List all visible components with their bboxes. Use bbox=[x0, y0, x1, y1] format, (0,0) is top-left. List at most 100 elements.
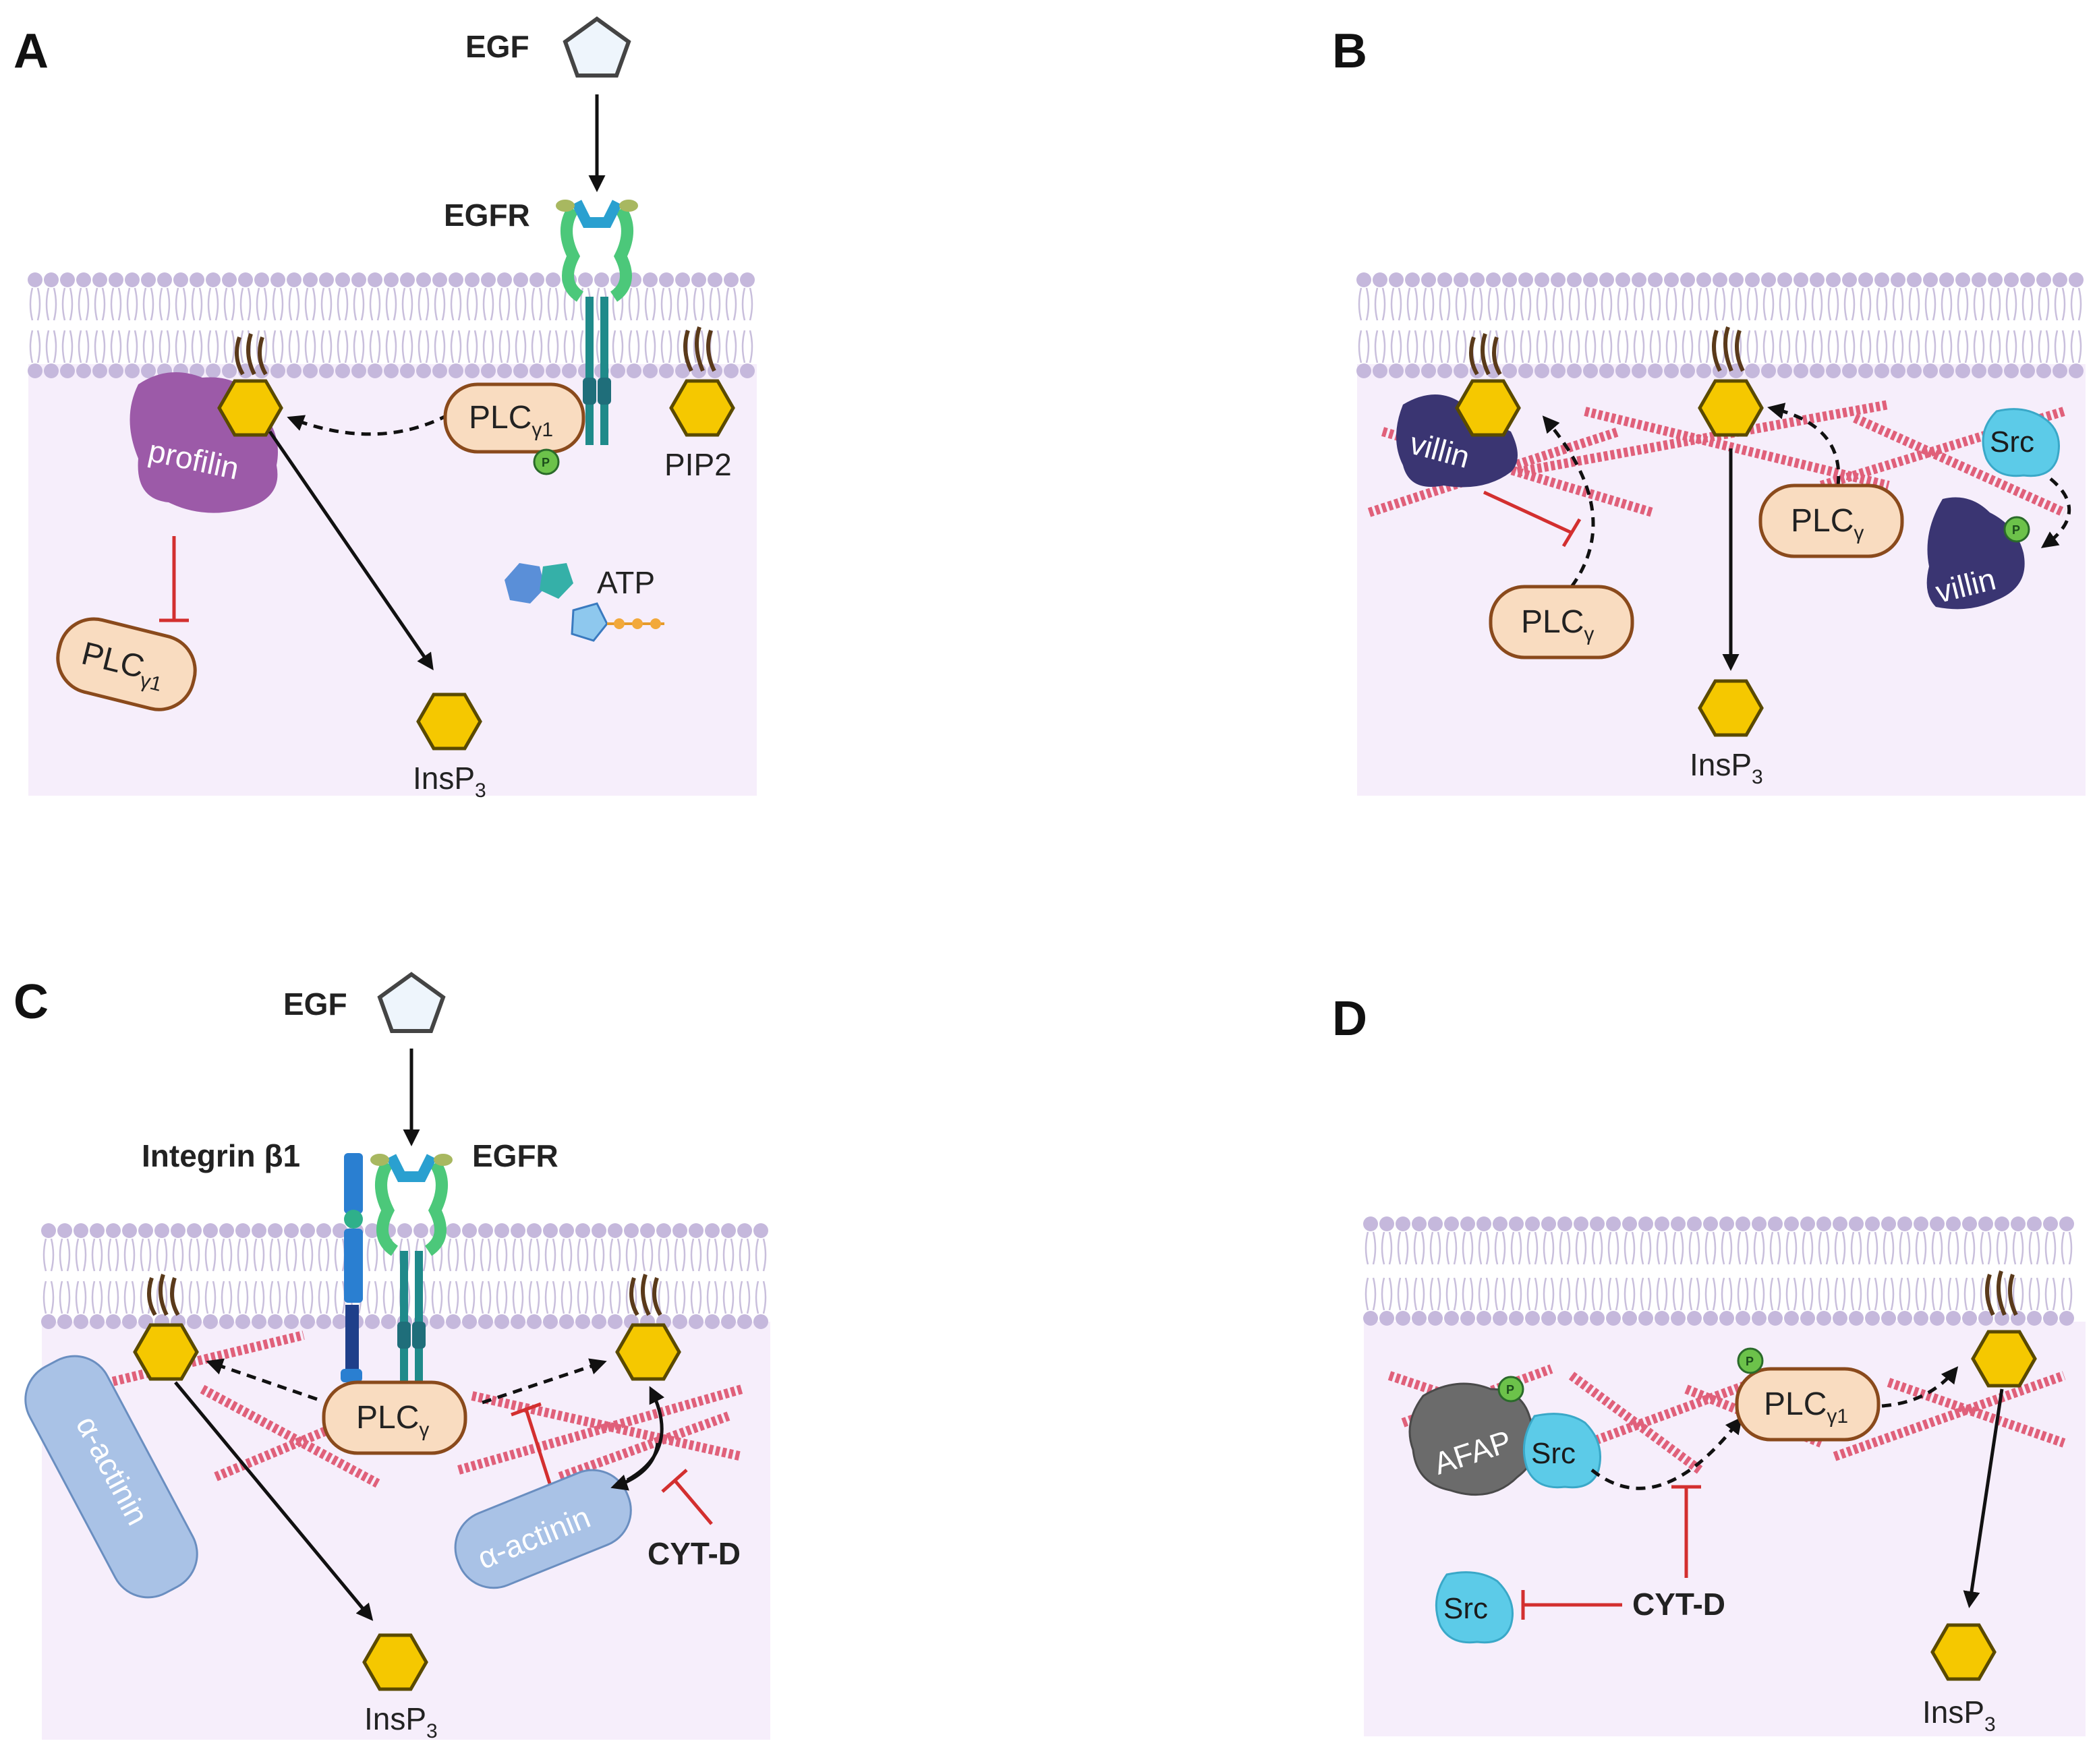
lipid-head bbox=[1437, 272, 1452, 287]
lipid-tail bbox=[337, 287, 349, 321]
lipid-tail bbox=[1721, 1277, 1733, 1311]
lipid-head bbox=[28, 363, 42, 378]
lipid-head bbox=[1437, 363, 1452, 378]
lipid-head bbox=[41, 1314, 56, 1329]
phospho-label-afap-d: P bbox=[1506, 1383, 1514, 1396]
lipid-tail bbox=[1552, 287, 1564, 321]
lipid-tail bbox=[1682, 287, 1694, 321]
lipid-head bbox=[400, 363, 415, 378]
lipid-tail bbox=[353, 287, 365, 321]
lipid-tail bbox=[123, 1281, 136, 1314]
lipid-tail bbox=[1543, 1231, 1555, 1265]
lipid-head bbox=[106, 1223, 121, 1238]
lipid-head bbox=[154, 1223, 169, 1238]
lipid-tail bbox=[593, 1238, 605, 1272]
lipid-tail bbox=[285, 1281, 297, 1314]
lipid-head bbox=[1687, 1216, 1702, 1231]
lipid-head bbox=[1389, 272, 1404, 287]
lipid-head bbox=[2036, 363, 2051, 378]
lipid-head bbox=[235, 1223, 250, 1238]
lipid-head bbox=[1460, 1311, 1475, 1326]
lipid-tail bbox=[75, 1281, 87, 1314]
lipid-tail bbox=[142, 287, 154, 321]
lipid-head bbox=[1914, 1216, 1928, 1231]
lipid-tail bbox=[107, 1281, 119, 1314]
lipid-head bbox=[543, 1314, 558, 1329]
lipid-head bbox=[1599, 272, 1614, 287]
lipid-tail bbox=[318, 1238, 330, 1272]
lipid-head bbox=[432, 272, 447, 287]
lipid-head bbox=[157, 272, 172, 287]
lipid-tail bbox=[561, 1238, 573, 1272]
lipid-tail bbox=[156, 1238, 168, 1272]
lipid-head bbox=[1907, 363, 1922, 378]
lipid-tail bbox=[431, 1281, 443, 1314]
lipid-tail bbox=[1381, 1231, 1393, 1265]
lipid-head bbox=[513, 272, 528, 287]
lipid-tail bbox=[450, 287, 462, 321]
lipid-head bbox=[1567, 272, 1582, 287]
lipid-tail bbox=[1487, 287, 1499, 321]
lipid-head bbox=[319, 363, 334, 378]
lipid-tail bbox=[1963, 1231, 1976, 1265]
lipid-head bbox=[1671, 1311, 1686, 1326]
lipid-head bbox=[416, 363, 431, 378]
lipid-head bbox=[1638, 1216, 1653, 1231]
lipid-head bbox=[92, 363, 107, 378]
lipid-head bbox=[1988, 272, 2003, 287]
lipid-tail bbox=[593, 1281, 605, 1314]
lipid-tail bbox=[366, 1281, 378, 1314]
lipid-tail bbox=[1503, 330, 1516, 363]
lipid-tail bbox=[690, 1281, 702, 1314]
lipid-head bbox=[1793, 272, 1808, 287]
lipid-tail bbox=[334, 1238, 346, 1272]
lipid-head bbox=[1946, 1311, 1961, 1326]
lipid-head bbox=[1713, 272, 1727, 287]
lipid-head bbox=[432, 363, 447, 378]
lipid-tail bbox=[1665, 287, 1677, 321]
lipid-tail bbox=[1892, 287, 1904, 321]
lipid-head bbox=[252, 1223, 266, 1238]
lipid-head bbox=[268, 1314, 283, 1329]
lipid-tail bbox=[1536, 287, 1548, 321]
lipid-head bbox=[2027, 1311, 2042, 1326]
lipid-tail bbox=[498, 287, 511, 321]
lipid-head bbox=[2004, 272, 2019, 287]
lipid-head bbox=[1590, 1216, 1605, 1231]
lipid-tail bbox=[2070, 287, 2082, 321]
phospho-site-a bbox=[533, 448, 560, 475]
plc-gamma-c bbox=[322, 1380, 467, 1455]
lipid-head bbox=[705, 1314, 720, 1329]
lipid-head bbox=[481, 363, 496, 378]
lipid-head bbox=[689, 1223, 704, 1238]
lipid-tail bbox=[1568, 330, 1580, 363]
lipid-head bbox=[1373, 363, 1387, 378]
lipid-tail bbox=[1682, 330, 1694, 363]
membrane-b bbox=[1356, 272, 2084, 378]
lipid-head bbox=[1557, 1216, 1572, 1231]
lipid-tail bbox=[628, 330, 640, 363]
lipid-tail bbox=[515, 330, 527, 363]
lipid-tail bbox=[1607, 1277, 1619, 1311]
lipid-tail bbox=[1526, 1277, 1539, 1311]
lipid-tail bbox=[693, 287, 705, 321]
plc-to-pip2-left-arrow-c bbox=[206, 1358, 318, 1401]
phospho-site-b bbox=[2003, 516, 2030, 543]
phospho-label-a: P bbox=[542, 456, 550, 469]
lipid-head bbox=[1994, 1311, 2009, 1326]
lipid-tail bbox=[1876, 287, 1888, 321]
lipid-head bbox=[1444, 1311, 1459, 1326]
villin-bound-b bbox=[1396, 394, 1518, 488]
lipid-tail bbox=[1536, 330, 1548, 363]
lipid-head bbox=[643, 363, 658, 378]
lipid-head bbox=[1363, 1216, 1378, 1231]
lipid-tail bbox=[369, 330, 381, 363]
lipid-tail bbox=[755, 1238, 767, 1272]
lipid-tail bbox=[1672, 1277, 1684, 1311]
lipid-tail bbox=[512, 1238, 524, 1272]
lipid-head bbox=[1622, 1311, 1637, 1326]
lipid-tail bbox=[1973, 330, 1985, 363]
lipid-tail bbox=[366, 1238, 378, 1272]
lipid-tail bbox=[1559, 1277, 1571, 1311]
lipid-tail bbox=[1850, 1277, 1862, 1311]
